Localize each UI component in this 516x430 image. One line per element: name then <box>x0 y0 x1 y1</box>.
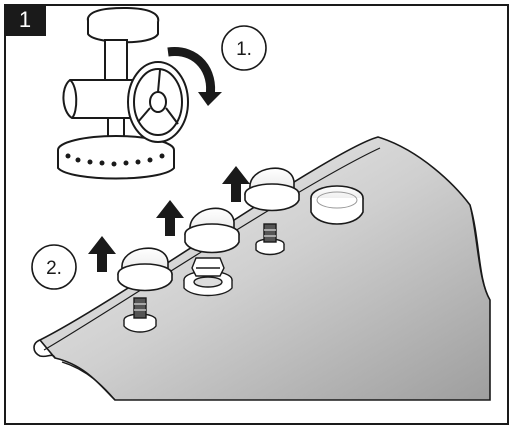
dust-cap-icon <box>310 185 364 225</box>
up-arrow-icon <box>222 166 250 202</box>
valve-stem <box>123 297 157 333</box>
step-number-badge: 1 <box>4 4 46 36</box>
dust-cap-icon <box>117 247 173 292</box>
valve-handwheel-icon <box>57 6 189 180</box>
rotate-arrow-icon <box>167 47 222 106</box>
valve-stem <box>183 257 233 297</box>
callout-1: 1. <box>221 25 267 71</box>
callout-1-label: 1. <box>236 39 252 60</box>
up-arrow-icon <box>156 200 184 236</box>
callout-2-label: 2. <box>46 258 62 279</box>
dust-cap-icon <box>244 167 300 212</box>
valve-stem <box>255 223 285 256</box>
dust-cap-icon <box>184 207 240 254</box>
up-arrow-icon <box>88 236 116 272</box>
callout-2: 2. <box>31 244 77 290</box>
